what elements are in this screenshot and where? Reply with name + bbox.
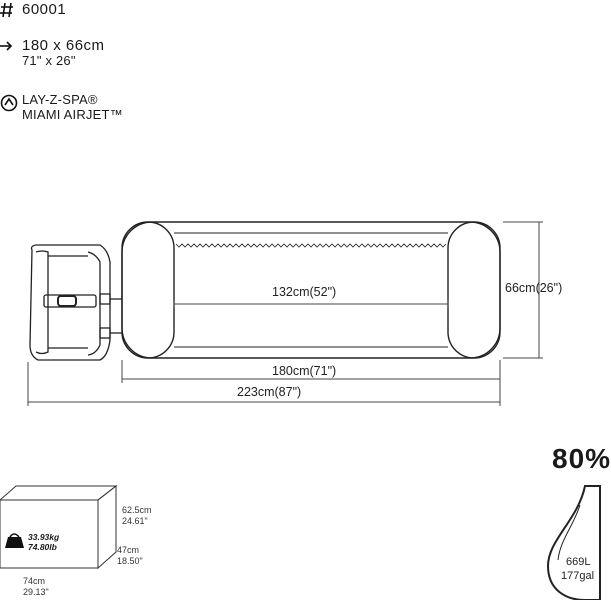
- brand-line-2: MIAMI AIRJET™: [22, 107, 123, 122]
- package-width-metric: 74cm: [23, 576, 46, 586]
- spec-size-row: 180 x 66cm 71" x 26": [0, 38, 105, 68]
- pump-unit: [29, 244, 122, 361]
- package-width: 74cm 29.13": [23, 576, 49, 598]
- brand-line-1: LAY-Z-SPA®: [22, 92, 98, 107]
- package-height-metric: 62.5cm: [122, 505, 152, 515]
- package-box: [0, 484, 118, 570]
- total-length-label: 223cm(87"): [237, 385, 302, 399]
- spec-model-row: 60001: [0, 2, 66, 18]
- package-height-imperial: 24.61": [122, 516, 148, 526]
- package-height: 62.5cm 24.61": [122, 505, 152, 527]
- package-depth-imperial: 18.50": [117, 556, 143, 566]
- package-width-imperial: 29.13": [23, 587, 49, 597]
- package-depth-metric: 47cm: [117, 545, 140, 555]
- package-depth: 47cm 18.50": [117, 545, 143, 567]
- package-weight-imperial: 74.80lb: [28, 542, 57, 552]
- size-imperial: 71" x 26": [22, 53, 76, 68]
- spec-name-row: LAY-Z-SPA® MIAMI AIRJET™: [0, 92, 123, 122]
- package-weight: 33.93kg 74.80lb: [28, 532, 59, 552]
- volume-gallons: 177gal: [561, 570, 595, 582]
- arrow-right-icon: [0, 38, 22, 54]
- fill-percent: 80%: [552, 443, 611, 474]
- outer-length-label: 180cm(71"): [272, 364, 337, 378]
- model-number: 60001: [22, 1, 67, 18]
- inner-length-label: 132cm(52"): [272, 285, 337, 299]
- weight-bag-icon: [5, 533, 24, 548]
- dimension-lines: [27, 221, 543, 406]
- hash-icon: [0, 2, 22, 18]
- spa-tub: [121, 221, 501, 359]
- package-weight-metric: 33.93kg: [28, 532, 60, 542]
- height-label: 66cm(26"): [505, 281, 563, 295]
- volume-liters: 669L: [566, 556, 591, 568]
- size-metric: 180 x 66cm: [22, 37, 105, 54]
- spa-brand-icon: [0, 94, 22, 112]
